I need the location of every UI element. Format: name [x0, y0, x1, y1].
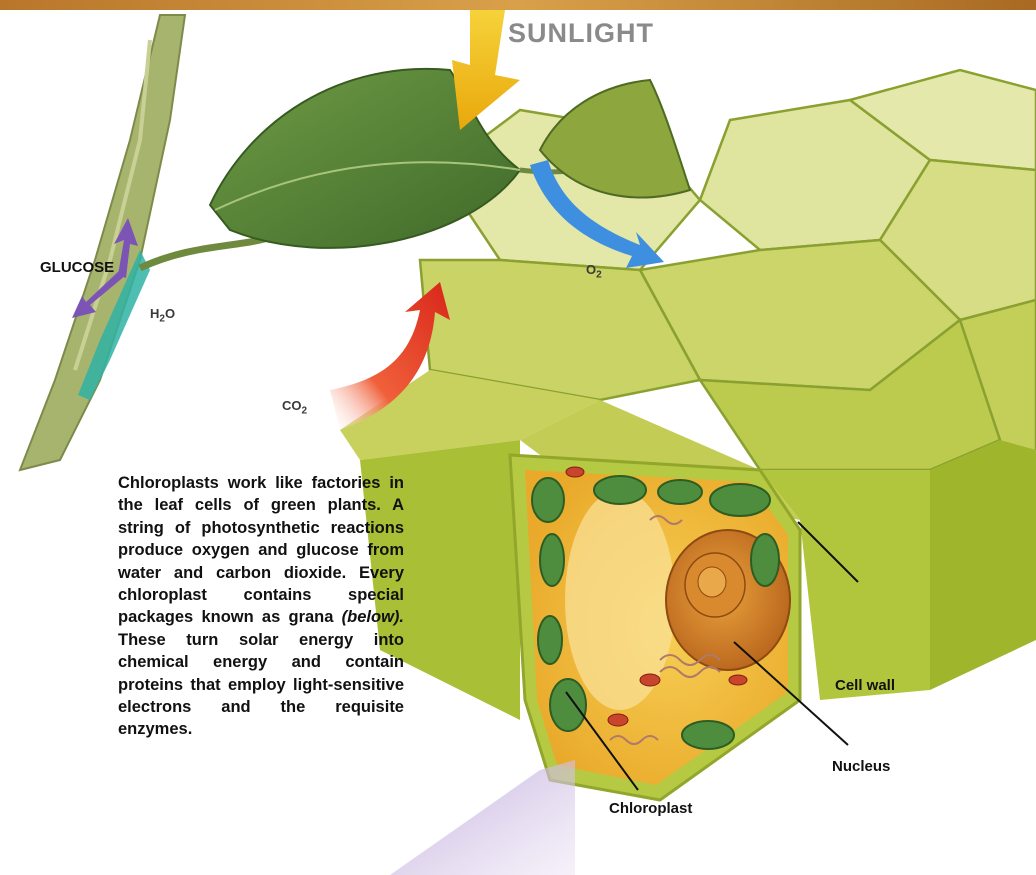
water-label: H2O: [150, 306, 175, 325]
caption: Chloroplasts work like factories in the …: [118, 472, 404, 741]
chloroplast-9: [751, 534, 779, 586]
water-label-o: O: [165, 306, 175, 321]
glucose-label: GLUCOSE: [40, 259, 114, 276]
chloroplast-8: [682, 721, 734, 749]
plant-stem: [20, 15, 185, 470]
water-label-h: H: [150, 306, 159, 321]
top-border: [0, 0, 1036, 10]
oxygen-label-o: O: [586, 262, 596, 277]
chloroplast-3: [658, 480, 702, 504]
caption-italic: (below).: [342, 608, 404, 626]
chloroplast-5: [540, 534, 564, 586]
cut-open-cell: [510, 455, 800, 800]
cell-wall-label: Cell wall: [835, 677, 895, 694]
sunlight-label: SUNLIGHT: [508, 18, 654, 49]
chloroplast-1: [532, 478, 564, 522]
chloroplast-4: [710, 484, 770, 516]
co2-label-sub: 2: [302, 406, 308, 417]
caption-part2: These turn solar energy into chemical en…: [118, 631, 404, 739]
chloroplast-7: [550, 679, 586, 731]
co2-label: CO2: [282, 398, 307, 417]
co2-label-co: CO: [282, 398, 302, 413]
chloroplast-2: [594, 476, 646, 504]
nucleus-label: Nucleus: [832, 758, 890, 775]
grana-highlight-beam: [390, 760, 575, 875]
chloroplast-6: [538, 616, 562, 664]
oxygen-label-sub: 2: [596, 270, 602, 281]
chloroplast-label: Chloroplast: [609, 800, 692, 817]
caption-part1: Chloroplasts work like factories in the …: [118, 474, 404, 626]
oxygen-label: O2: [586, 262, 602, 281]
